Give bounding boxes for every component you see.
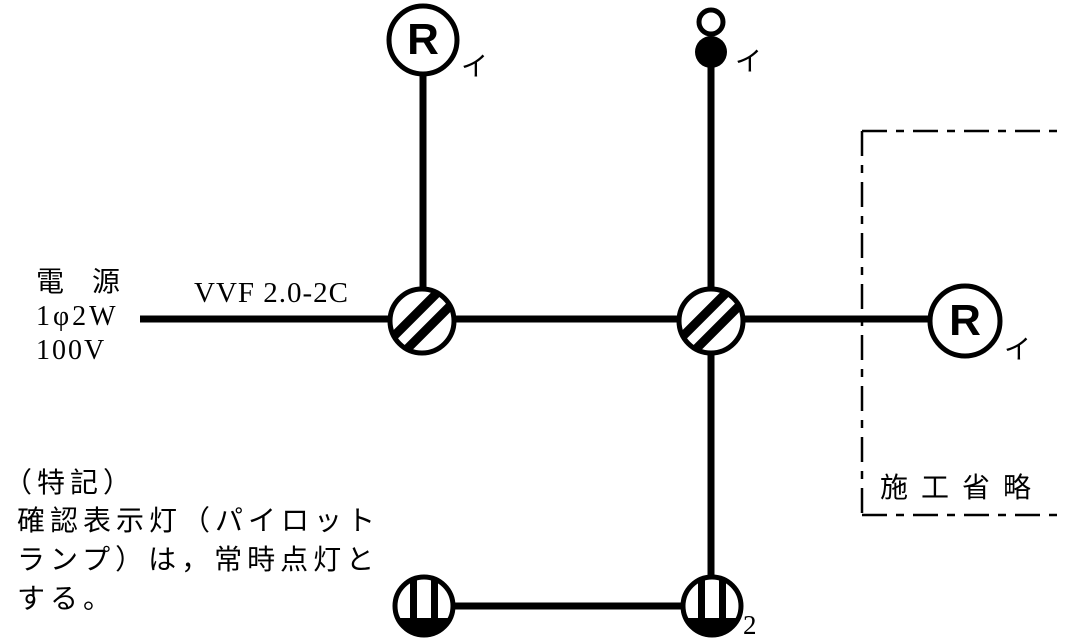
note-line-1: （特記） (4, 468, 137, 499)
power-phase-label: 1φ2W (36, 301, 119, 332)
power-voltage-label: 100V (36, 335, 107, 366)
note-line-2: 確認表示灯（パイロット (17, 506, 381, 537)
note-line-3: ランプ）は，常時点灯と (17, 545, 380, 576)
pilot-lamp-icon (696, 7, 726, 37)
circuit-mark-pilot-switch: イ (735, 47, 762, 77)
switch-icon (695, 36, 727, 68)
junction-box-left-icon (387, 286, 457, 356)
wiring-lines (140, 66, 931, 610)
lamp-receptacle-top-letter: R (407, 15, 439, 64)
power-source-label: 電 源 (36, 267, 121, 298)
junction-box-right-icon (676, 286, 746, 356)
outlet-count-label: 2 (743, 610, 757, 640)
outlet-left-icon (392, 574, 456, 638)
lamp-receptacle-right-letter: R (949, 296, 981, 345)
pilot-lamp-switch-icon (695, 7, 727, 68)
circuit-mark-right-receptacle: イ (1004, 335, 1031, 365)
outlet-right-icon (680, 574, 744, 638)
circuit-mark-top-receptacle: イ (461, 52, 488, 82)
omission-label: 施工省略 (880, 473, 1045, 504)
lamp-receptacle-top-icon (386, 3, 460, 77)
lamp-receptacle-right-icon (927, 283, 1003, 359)
cable-type-label: VVF 2.0-2C (194, 277, 350, 309)
omission-boundary-box (860, 129, 1066, 517)
note-line-4: する。 (17, 584, 117, 615)
